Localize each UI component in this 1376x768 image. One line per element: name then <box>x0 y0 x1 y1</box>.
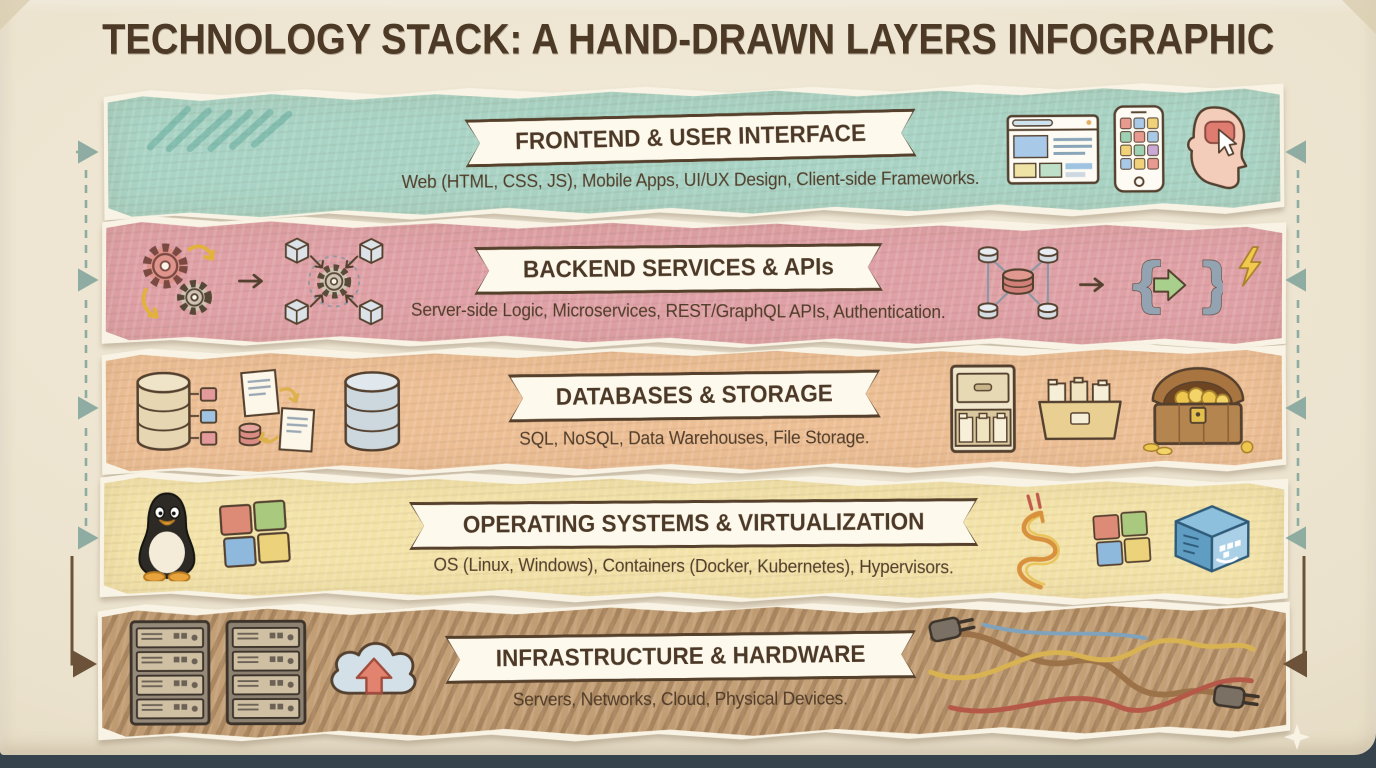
corner-fold-icon <box>1342 0 1376 34</box>
layer-title: INFRASTRUCTURE & HARDWARE <box>495 640 866 672</box>
treasure-chest-icon <box>1140 361 1256 456</box>
folder-box-icon <box>1032 372 1128 444</box>
layer-databases: DATABASES & STORAGE SQL, NoSQL, Data War… <box>106 347 1283 472</box>
layer-backend: BACKEND SERVICES & APIs Server-side Logi… <box>106 219 1283 346</box>
layer-title-banner: DATABASES & STORAGE <box>507 369 880 422</box>
layer-infrastructure: INFRASTRUCTURE & HARDWARE Servers, Netwo… <box>102 604 1286 738</box>
page-title-wrap: TECHNOLOGY STACK: A HAND-DRAWN LAYERS IN… <box>0 14 1376 64</box>
nosql-database-icon <box>338 364 414 458</box>
layer-subtitle: SQL, NoSQL, Data Warehouses, File Storag… <box>519 425 870 449</box>
svg-text:}: } <box>1195 251 1223 319</box>
mobile-phone-icon <box>1112 104 1167 194</box>
power-cables-icon <box>924 610 1260 729</box>
user-head-click-icon <box>1178 102 1255 195</box>
layer-frontend: FRONTEND & USER INTERFACE Web (HTML, CSS… <box>108 86 1281 218</box>
gears-icon <box>132 235 224 327</box>
sql-database-icon <box>132 365 220 459</box>
layer-title-banner: OPERATING SYSTEMS & VIRTUALIZATION <box>409 498 978 550</box>
layer-title-banner: BACKEND SERVICES & APIs <box>474 242 883 294</box>
browser-window-icon <box>1006 113 1101 186</box>
windows-logo-icon <box>1090 508 1154 572</box>
tangled-cable-arrow-icon <box>1000 488 1079 592</box>
sparkle-icon <box>1284 724 1310 750</box>
server-rack-icon <box>224 618 308 726</box>
layer-os-virtualization: OPERATING SYSTEMS & VIRTUALIZATION OS (L… <box>104 475 1285 601</box>
document-sync-icon <box>232 365 326 459</box>
microservices-cubes-icon <box>282 234 386 328</box>
linux-tux-icon <box>130 489 204 583</box>
windows-logo-icon <box>216 496 294 574</box>
teal-scribble-icon <box>138 101 308 154</box>
layer-subtitle: Server-side Logic, Microservices, REST/G… <box>410 298 946 322</box>
corner-fold-icon <box>0 0 30 30</box>
layer-title: OPERATING SYSTEMS & VIRTUALIZATION <box>463 507 925 539</box>
api-braces-icon: { } <box>1123 250 1238 320</box>
arrow-right-icon <box>236 269 270 293</box>
file-cabinet-icon <box>946 362 1020 456</box>
layer-title: FRONTEND & USER INTERFACE <box>514 119 867 155</box>
cloud-upload-icon <box>320 630 428 714</box>
layer-subtitle: Web (HTML, CSS, JS), Mobile Apps, UI/UX … <box>401 166 980 192</box>
lightning-bolt-icon <box>1235 244 1265 288</box>
arrow-right-icon <box>1077 273 1111 297</box>
docker-cube-icon <box>1166 498 1258 582</box>
layer-title-banner: INFRASTRUCTURE & HARDWARE <box>444 630 916 684</box>
server-rack-icon <box>128 619 212 727</box>
layer-title: DATABASES & STORAGE <box>555 379 833 411</box>
layer-title-banner: FRONTEND & USER INTERFACE <box>464 108 916 167</box>
page-title: TECHNOLOGY STACK: A HAND-DRAWN LAYERS IN… <box>101 14 1275 64</box>
layer-subtitle: OS (Linux, Windows), Containers (Docker,… <box>433 553 954 577</box>
layer-title: BACKEND SERVICES & APIs <box>522 252 834 283</box>
layer-subtitle: Servers, Networks, Cloud, Physical Devic… <box>512 686 848 710</box>
database-cluster-icon <box>971 241 1065 327</box>
